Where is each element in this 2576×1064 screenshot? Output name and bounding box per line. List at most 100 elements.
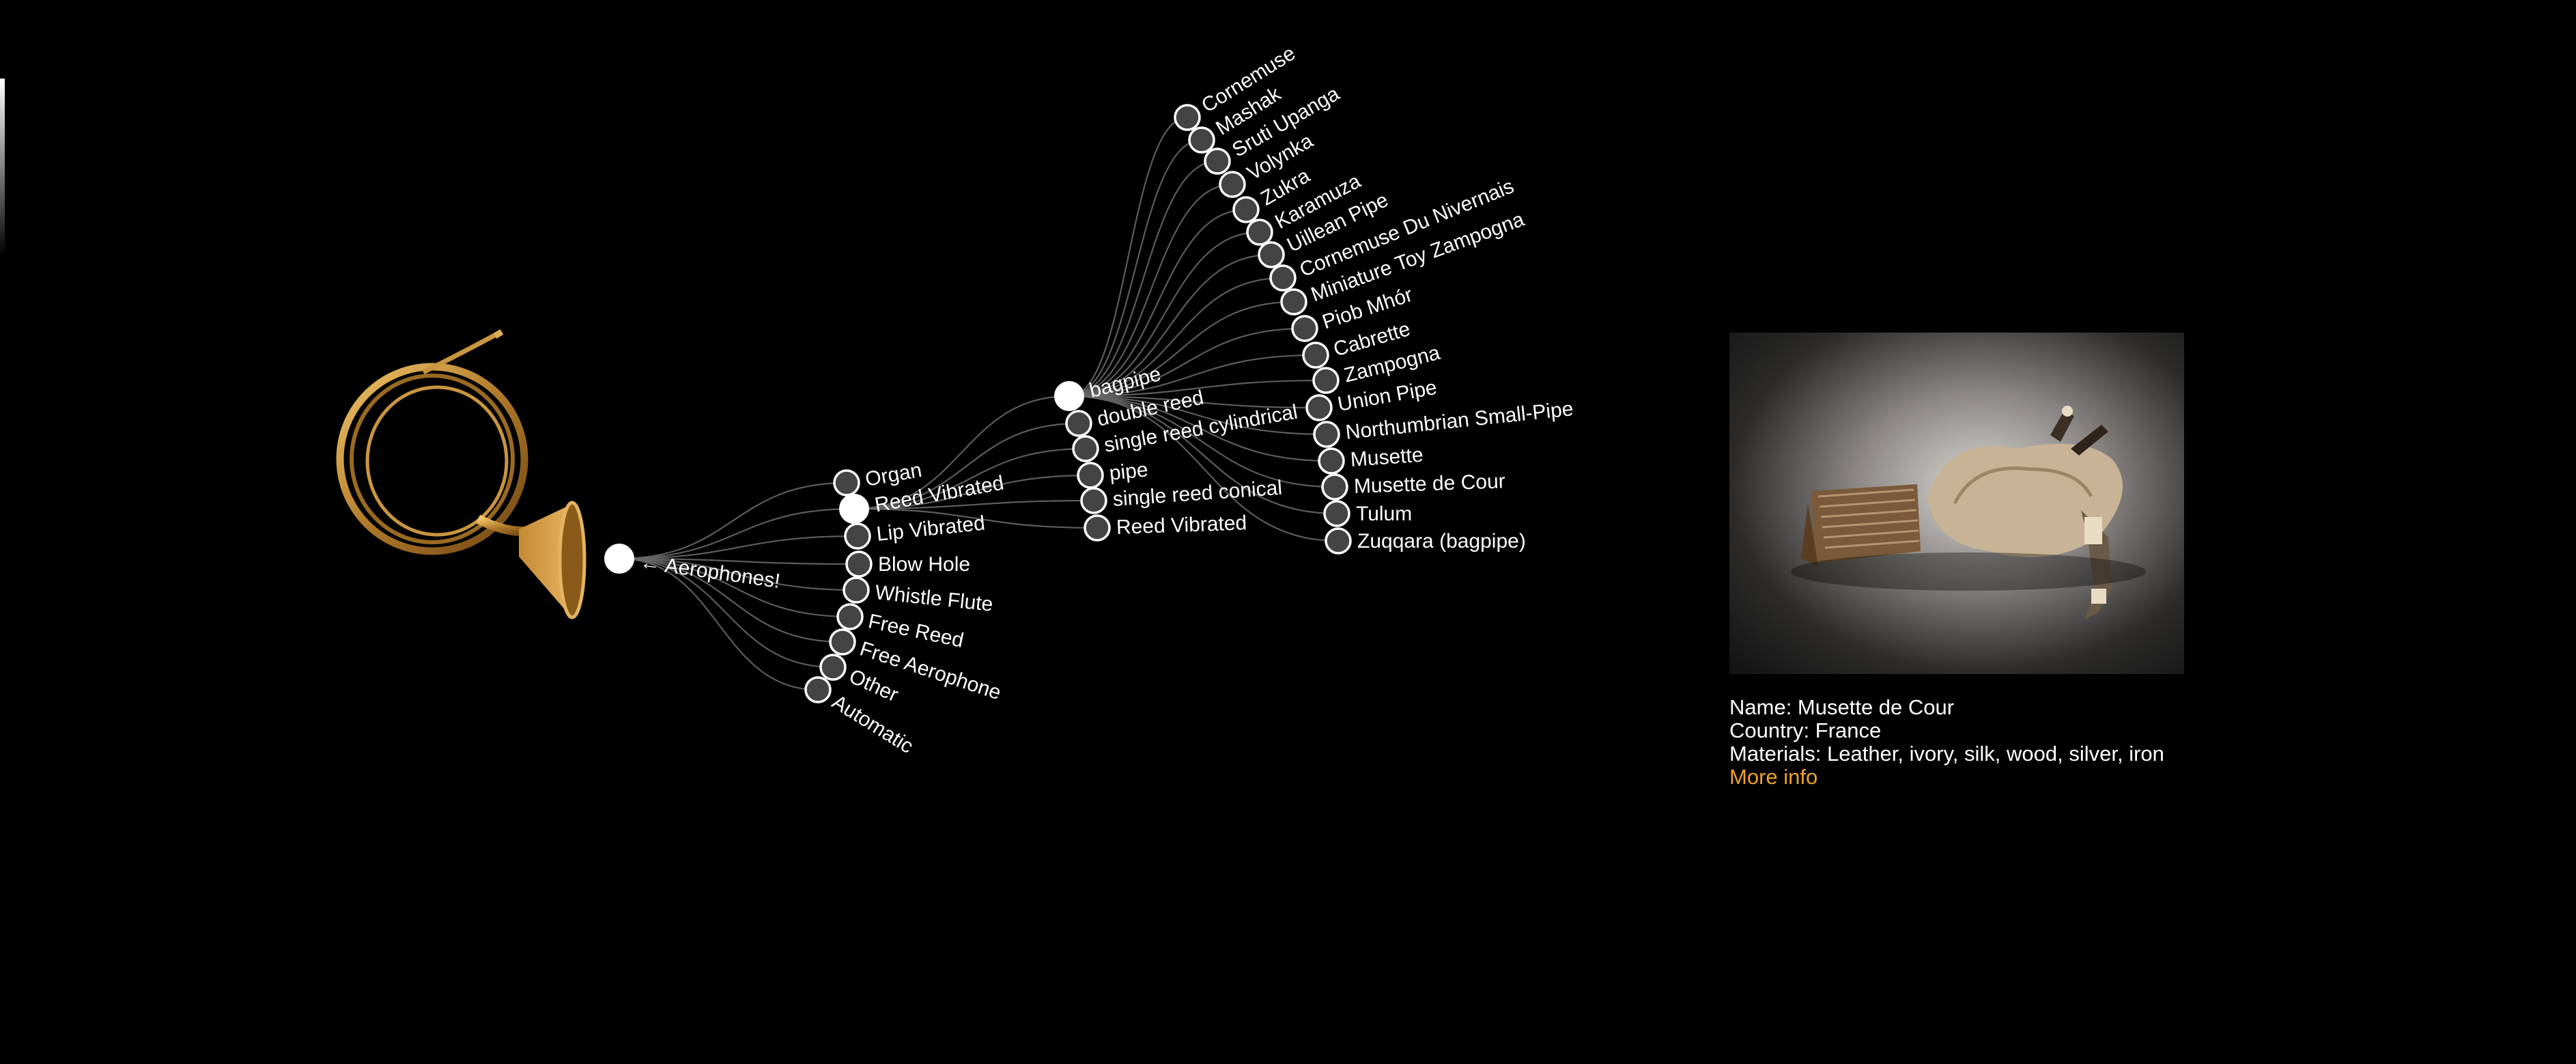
link-root-free-reed bbox=[619, 557, 851, 618]
link-category-pipe bbox=[853, 474, 1091, 510]
instrument-node-miniature-toy-zampogna-dot[interactable] bbox=[1280, 288, 1307, 316]
instrument-node-zampogna-dot[interactable] bbox=[1312, 367, 1340, 394]
link-bagpipe-zuqqara-bagpipe bbox=[1068, 395, 1339, 542]
scroll-indicator[interactable] bbox=[0, 79, 5, 256]
link-bagpipe-cabrette bbox=[1068, 354, 1316, 397]
link-bagpipe-northumbrian-small-pipe bbox=[1068, 395, 1327, 436]
category-node-free-reed-dot[interactable] bbox=[836, 603, 864, 630]
subcategory-node-pipe-label: pipe bbox=[1108, 458, 1149, 485]
link-bagpipe-cornemuse-du-nivernais bbox=[1068, 277, 1284, 397]
instrument-node-cornemuse-du-nivernais-dot[interactable] bbox=[1269, 264, 1297, 292]
bagpipe-photo bbox=[1729, 333, 2184, 674]
category-node-whistle-flute-label: Whistle Flute bbox=[874, 581, 994, 616]
link-root-whistle-flute bbox=[619, 557, 857, 591]
category-node-free-reed[interactable]: Free Reed bbox=[836, 603, 965, 652]
tree-links bbox=[619, 116, 1339, 691]
root-node-aerophones[interactable]: ← Aerophones! bbox=[604, 544, 782, 593]
instrument-node-musette[interactable]: Musette bbox=[1318, 444, 1424, 475]
instrument-node-piob-mh-r-dot[interactable] bbox=[1291, 315, 1318, 342]
instrument-node-sruti-upanga-dot[interactable] bbox=[1204, 148, 1231, 175]
link-bagpipe-cornemuse bbox=[1068, 116, 1188, 397]
instrument-node-musette-de-cour[interactable]: Musette de Cour bbox=[1321, 470, 1505, 501]
instrument-node-zukra-dot[interactable] bbox=[1232, 196, 1260, 223]
category-node-organ-label: Organ bbox=[864, 459, 924, 491]
category-node-automatic-label: Automatic bbox=[828, 690, 918, 758]
category-node-organ-dot[interactable] bbox=[833, 469, 860, 496]
subcategory-node-single-reed-conical-dot[interactable] bbox=[1080, 487, 1107, 514]
root-node-aerophones-label: ← Aerophones! bbox=[638, 550, 781, 592]
subcategory-node-pipe[interactable]: pipe bbox=[1077, 458, 1149, 489]
instrument-node-cabrette-dot[interactable] bbox=[1302, 341, 1329, 369]
instrument-node-northumbrian-small-pipe-dot[interactable] bbox=[1313, 421, 1340, 448]
instrument-node-mashak-dot[interactable] bbox=[1188, 126, 1215, 154]
instrument-country: Country: France bbox=[1729, 718, 1882, 742]
subcategory-node-pipe-dot[interactable] bbox=[1077, 462, 1104, 489]
link-bagpipe-mashak bbox=[1068, 139, 1202, 397]
link-bagpipe-zukra bbox=[1068, 208, 1247, 397]
link-root-other bbox=[619, 557, 834, 669]
bagpipe-image bbox=[1791, 406, 2146, 619]
subcategory-node-single-reed-cylindrical-dot[interactable] bbox=[1072, 435, 1099, 462]
category-node-blow-hole-label: Blow Hole bbox=[878, 553, 970, 576]
more-info-link[interactable]: More info bbox=[1729, 765, 1818, 789]
instrument-name: Name: Musette de Cour bbox=[1729, 695, 1955, 719]
french-horn-icon bbox=[336, 329, 586, 619]
category-node-blow-hole[interactable]: Blow Hole bbox=[845, 550, 970, 578]
link-root-blow-hole bbox=[619, 557, 860, 565]
link-root-free-aerophone bbox=[619, 557, 843, 643]
instrument-node-zuqqara-bagpipe-dot[interactable] bbox=[1325, 527, 1352, 555]
instrument-node-tulum-label: Tulum bbox=[1356, 503, 1412, 525]
instrument-node-volynka-dot[interactable] bbox=[1219, 171, 1246, 198]
link-bagpipe-sruti-upanga bbox=[1068, 160, 1218, 397]
subcategory-node-bagpipe-dot[interactable] bbox=[1054, 381, 1084, 411]
link-bagpipe-volynka bbox=[1068, 183, 1233, 397]
category-node-automatic-dot[interactable] bbox=[804, 676, 832, 703]
link-bagpipe-piob-mh-r bbox=[1068, 327, 1305, 397]
link-bagpipe-uillean-pipe bbox=[1068, 253, 1272, 397]
link-category-double-reed bbox=[853, 422, 1079, 510]
link-bagpipe-zampogna bbox=[1068, 379, 1327, 397]
link-root-lip-vibrated bbox=[619, 535, 858, 560]
subcategory-node-reed-vibrated-dot[interactable] bbox=[1084, 514, 1111, 542]
subcategory-node-reed-vibrated-label: Reed Vibrated bbox=[1116, 512, 1247, 539]
instrument-node-cornemuse-dot[interactable] bbox=[1174, 104, 1201, 131]
subcategory-node-reed-vibrated[interactable]: Reed Vibrated bbox=[1084, 512, 1247, 542]
link-bagpipe-tulum bbox=[1068, 395, 1337, 515]
category-node-other-dot[interactable] bbox=[819, 654, 847, 681]
subcategory-node-double-reed-dot[interactable] bbox=[1065, 410, 1092, 437]
category-node-whistle-flute[interactable]: Whistle Flute bbox=[843, 576, 994, 616]
instrument-node-musette-label: Musette bbox=[1350, 444, 1424, 471]
category-node-free-aerophone-dot[interactable] bbox=[829, 628, 856, 656]
link-category-bagpipe bbox=[853, 395, 1070, 510]
link-bagpipe-musette bbox=[1068, 395, 1332, 462]
instrument-node-uillean-pipe-dot[interactable] bbox=[1258, 241, 1285, 268]
instrument-node-musette-de-cour-label: Musette de Cour bbox=[1353, 470, 1505, 498]
instrument-node-tulum-dot[interactable] bbox=[1323, 500, 1350, 527]
link-root-reed-vibrated bbox=[619, 507, 855, 560]
instrument-node-tulum[interactable]: Tulum bbox=[1323, 500, 1412, 527]
instrument-node-musette-dot[interactable] bbox=[1318, 447, 1345, 475]
category-node-lip-vibrated-dot[interactable] bbox=[844, 522, 871, 550]
link-bagpipe-karamuza bbox=[1068, 231, 1260, 397]
instrument-info-text: Name: Musette de Cour Country: France Ma… bbox=[1729, 696, 2184, 789]
root-node-aerophones-dot[interactable] bbox=[604, 544, 634, 574]
instrument-node-karamuza-dot[interactable] bbox=[1246, 219, 1273, 246]
instrument-node-zuqqara-bagpipe[interactable]: Zuqqara (bagpipe) bbox=[1325, 527, 1526, 555]
link-category-single-reed-conical bbox=[853, 499, 1094, 510]
link-bagpipe-miniature-toy-zampogna bbox=[1068, 300, 1294, 397]
link-bagpipe-musette-de-cour bbox=[1068, 395, 1335, 488]
link-root-organ bbox=[619, 481, 847, 560]
category-node-whistle-flute-dot[interactable] bbox=[843, 576, 870, 604]
category-node-blow-hole-dot[interactable] bbox=[845, 550, 873, 578]
instrument-node-union-pipe-dot[interactable] bbox=[1305, 394, 1333, 421]
link-category-single-reed-cylindrical bbox=[853, 447, 1086, 510]
link-category-reed-vibrated bbox=[853, 507, 1098, 529]
category-node-lip-vibrated-label: Lip Vibrated bbox=[875, 512, 986, 545]
instrument-node-zuqqara-bagpipe-label: Zuqqara (bagpipe) bbox=[1357, 530, 1526, 552]
link-bagpipe-union-pipe bbox=[1068, 395, 1320, 409]
category-node-reed-vibrated-dot[interactable] bbox=[839, 494, 869, 524]
instrument-node-musette-de-cour-dot[interactable] bbox=[1321, 473, 1348, 501]
